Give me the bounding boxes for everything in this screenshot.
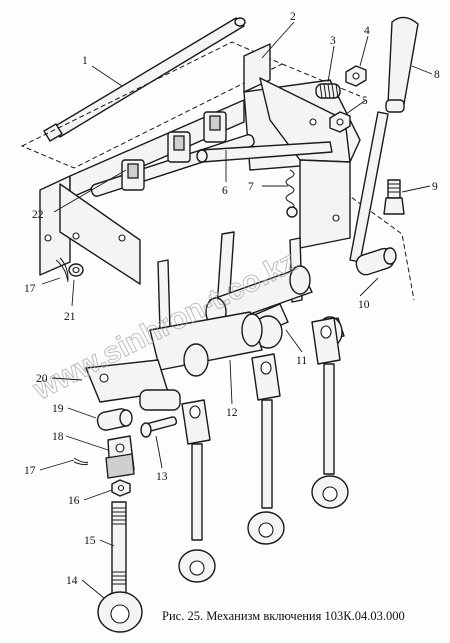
- nut-part-16: [111, 479, 131, 497]
- figure-caption: Рис. 25. Механизм включения 103К.04.03.0…: [162, 609, 405, 623]
- callout-6: 6: [222, 185, 228, 197]
- threaded-rod-part-15: [111, 501, 127, 595]
- callout-19: 19: [52, 403, 64, 415]
- linkage-rod-c: [311, 317, 349, 509]
- callout-22: 22: [32, 209, 44, 221]
- rod-end-part-14: [97, 591, 143, 633]
- spring-part-7: [285, 169, 298, 218]
- callout-17-lower: 17: [24, 465, 36, 477]
- callout-20: 20: [36, 373, 48, 385]
- callout-8: 8: [434, 69, 440, 81]
- callout-3: 3: [330, 35, 336, 47]
- fork-blocks-part-22: [121, 111, 227, 191]
- callout-17-upper: 17: [24, 283, 36, 295]
- callout-11: 11: [296, 355, 307, 367]
- callout-1: 1: [82, 55, 88, 67]
- pin-part-13: [140, 416, 178, 438]
- callout-2: 2: [290, 11, 296, 23]
- frame-part-2: [39, 43, 361, 285]
- callout-5: 5: [362, 95, 368, 107]
- shaft-part-6: [196, 141, 333, 163]
- callout-15: 15: [84, 535, 96, 547]
- bolt-part-9: [383, 179, 405, 215]
- cotter-pin-part-17-upper: [55, 257, 69, 283]
- nut-part-5: [329, 111, 351, 133]
- leader-lines: [39, 21, 433, 599]
- rod-part-1: [43, 17, 246, 142]
- callout-10: 10: [358, 299, 370, 311]
- linkage-rod-b: [247, 353, 285, 545]
- spring-part-3: [315, 83, 341, 99]
- clevis-part-18: [105, 435, 135, 479]
- callout-18: 18: [52, 431, 64, 443]
- callout-7: 7: [248, 181, 254, 193]
- callout-4: 4: [364, 25, 370, 37]
- callout-21: 21: [64, 311, 76, 323]
- plate-part-20: [85, 359, 181, 411]
- callout-13: 13: [156, 471, 168, 483]
- nut-part-4: [345, 65, 367, 87]
- bushing-part-19: [96, 408, 133, 431]
- linkage-rod-a: [178, 399, 216, 583]
- cotter-pin-part-17-lower: [73, 457, 89, 466]
- selector-part-12: [149, 259, 263, 377]
- callout-12: 12: [226, 407, 238, 419]
- knob-part-8: [385, 16, 419, 113]
- callout-14: 14: [66, 575, 78, 587]
- washer-hole-part-21: [72, 266, 80, 274]
- callout-labels: 1 2 3 4 5 6 7 8 9 10 11 12 13 14 15 16 1…: [24, 11, 440, 587]
- lever-part-10: [349, 111, 397, 276]
- callout-9: 9: [432, 181, 438, 193]
- callout-16: 16: [68, 495, 80, 507]
